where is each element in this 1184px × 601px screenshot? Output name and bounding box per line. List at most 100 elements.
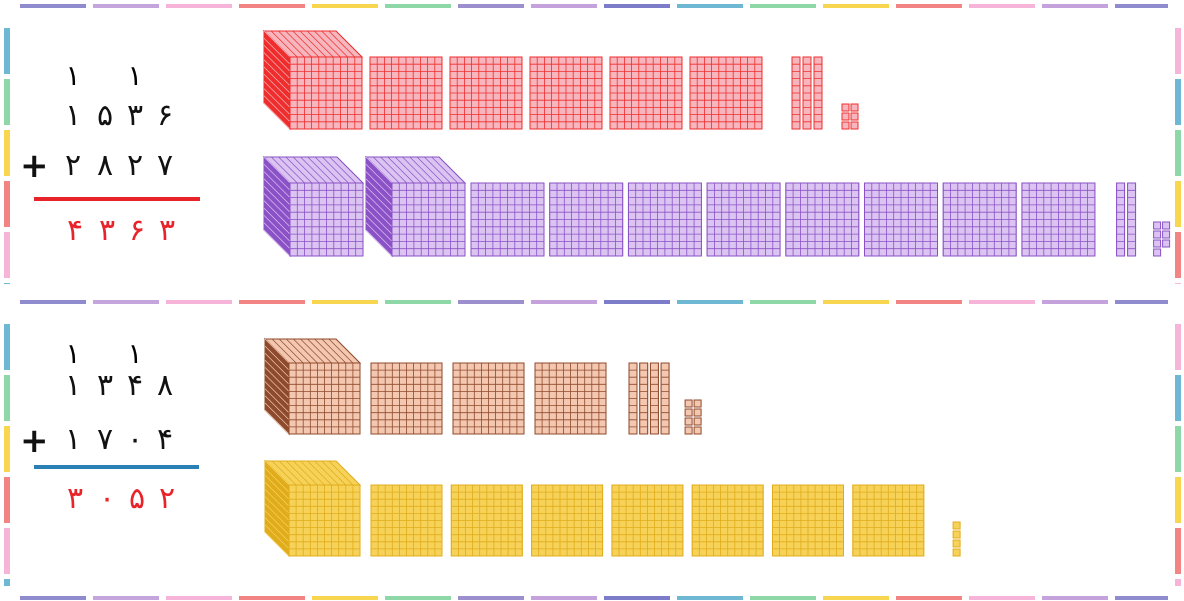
border-dash bbox=[604, 596, 670, 600]
carry-digit: ١ bbox=[65, 59, 81, 92]
addend-digit: ۶ bbox=[156, 98, 174, 133]
sum-digit: ٣ bbox=[66, 481, 84, 516]
hundred-flat bbox=[785, 182, 860, 257]
border-dash bbox=[531, 4, 597, 8]
hundred-flat bbox=[470, 182, 545, 257]
border-dash bbox=[166, 300, 232, 304]
addend-digit: ١ bbox=[64, 368, 82, 403]
border-dash bbox=[458, 300, 524, 304]
border-dash bbox=[1175, 375, 1181, 421]
border-dash bbox=[1115, 596, 1168, 600]
addend-digit: ٢ bbox=[126, 148, 144, 183]
addend-digit: ٨ bbox=[96, 148, 114, 183]
one-cube bbox=[841, 121, 850, 130]
border-dash bbox=[1042, 4, 1108, 8]
one-cube bbox=[693, 408, 702, 417]
border-dash bbox=[4, 324, 10, 370]
ten-rod bbox=[639, 362, 649, 435]
border-row bbox=[20, 596, 1168, 600]
border-dash bbox=[239, 596, 305, 600]
border-dash bbox=[1115, 300, 1168, 304]
hundred-flat bbox=[942, 182, 1017, 257]
border-dash bbox=[823, 4, 889, 8]
border-dash bbox=[239, 300, 305, 304]
border-dash bbox=[312, 596, 378, 600]
addend-digit: ٢ bbox=[64, 148, 82, 183]
addend-digit: ١ bbox=[64, 422, 82, 457]
thousand-cube bbox=[364, 155, 467, 258]
one-cube bbox=[841, 112, 850, 121]
border-dash bbox=[4, 79, 10, 125]
hundred-flat bbox=[772, 484, 844, 557]
ten-rod bbox=[649, 362, 659, 435]
border-dash bbox=[1042, 300, 1108, 304]
border-dash bbox=[458, 596, 524, 600]
hundred-flat bbox=[531, 484, 604, 557]
border-dash bbox=[4, 426, 10, 472]
hundred-flat bbox=[852, 484, 925, 557]
border-dash bbox=[604, 4, 670, 8]
carry-digit: ١ bbox=[127, 337, 143, 370]
one-cube bbox=[684, 426, 693, 435]
addend-digit: ٧ bbox=[156, 148, 174, 183]
ten-rod bbox=[628, 362, 638, 435]
addend-digit: ۵ bbox=[96, 98, 114, 133]
hundred-flat bbox=[450, 484, 523, 557]
sum-digit: ٣ bbox=[98, 213, 116, 248]
one-cube bbox=[684, 399, 693, 408]
hundred-flat bbox=[691, 484, 764, 557]
border-dash bbox=[312, 4, 378, 8]
sum-digit: ۴ bbox=[66, 213, 84, 248]
one-cube bbox=[1153, 221, 1162, 230]
border-dash bbox=[385, 300, 451, 304]
border-dash bbox=[93, 4, 159, 8]
addend-digit: ١ bbox=[64, 98, 82, 133]
addend-digit: ٠ bbox=[126, 422, 144, 457]
one-cube bbox=[1162, 230, 1171, 239]
border-dash bbox=[969, 596, 1035, 600]
border-dash bbox=[1175, 477, 1181, 523]
sum-digit: ۵ bbox=[128, 481, 146, 516]
border-dash bbox=[1175, 181, 1181, 227]
one-cube bbox=[952, 521, 961, 530]
border-dash bbox=[385, 4, 451, 8]
border-dash bbox=[750, 596, 816, 600]
hundred-flat bbox=[627, 182, 702, 257]
one-cube bbox=[850, 112, 859, 121]
thousand-cube bbox=[262, 29, 364, 131]
border-column bbox=[1175, 324, 1181, 586]
ten-rod bbox=[660, 362, 670, 435]
one-cube bbox=[850, 103, 859, 112]
ten-rod bbox=[802, 56, 812, 130]
sum-rule bbox=[34, 197, 200, 201]
border-dash bbox=[4, 528, 10, 574]
border-dash bbox=[458, 4, 524, 8]
border-dash bbox=[750, 4, 816, 8]
border-dash bbox=[969, 4, 1035, 8]
ten-rod bbox=[1127, 182, 1137, 257]
one-cube bbox=[1153, 239, 1162, 248]
one-cube bbox=[1153, 230, 1162, 239]
hundred-flat bbox=[452, 362, 525, 435]
border-dash bbox=[1175, 324, 1181, 370]
one-cube bbox=[850, 121, 859, 130]
hundred-flat bbox=[449, 56, 523, 130]
plus-sign: + bbox=[20, 146, 49, 186]
hundred-flat bbox=[706, 182, 781, 257]
border-dash bbox=[385, 596, 451, 600]
thousand-cube bbox=[263, 337, 362, 436]
carry-digit: ١ bbox=[65, 337, 81, 370]
border-dash bbox=[4, 579, 10, 586]
border-dash bbox=[4, 375, 10, 421]
border-dash bbox=[1175, 528, 1181, 574]
border-dash bbox=[93, 596, 159, 600]
addend-digit: ٧ bbox=[96, 422, 114, 457]
hundred-flat bbox=[609, 56, 683, 130]
border-dash bbox=[20, 596, 86, 600]
border-dash bbox=[896, 596, 962, 600]
hundred-flat bbox=[529, 56, 603, 130]
border-dash bbox=[166, 4, 232, 8]
one-cube bbox=[1162, 239, 1171, 248]
